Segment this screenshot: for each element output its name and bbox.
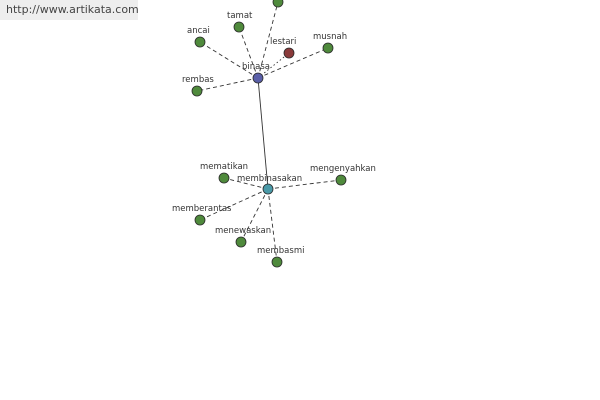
node-rembas[interactable]: rembas bbox=[182, 75, 214, 97]
node-marker-memberantas[interactable] bbox=[194, 214, 206, 226]
node-top[interactable] bbox=[272, 0, 284, 8]
node-label-lestari: lestari bbox=[270, 37, 296, 47]
node-marker-lestari[interactable] bbox=[283, 47, 295, 59]
edge-binasa-membinasakan bbox=[257, 77, 269, 190]
edge-membinasakan-memberantas bbox=[199, 188, 269, 221]
node-marker-mematikan[interactable] bbox=[218, 172, 230, 184]
node-marker-membinasakan[interactable] bbox=[262, 183, 274, 195]
edge-membinasakan-mengenyahkan bbox=[267, 179, 342, 190]
node-marker-binasa[interactable] bbox=[252, 72, 264, 84]
node-menewaskan[interactable]: menewaskan bbox=[215, 226, 271, 248]
node-mematikan[interactable]: mematikan bbox=[200, 162, 248, 184]
node-binasa[interactable]: binasa bbox=[242, 62, 270, 84]
edge-binasa-ancai bbox=[199, 41, 259, 79]
node-label-membasmi: membasmi bbox=[257, 246, 304, 256]
node-marker-mengenyahkan[interactable] bbox=[335, 174, 347, 186]
edge-binasa-rembas bbox=[196, 77, 259, 92]
node-label-binasa: binasa bbox=[242, 62, 270, 72]
node-marker-rembas[interactable] bbox=[191, 85, 203, 97]
node-marker-membasmi[interactable] bbox=[271, 256, 283, 268]
edge-membinasakan-menewaskan bbox=[240, 188, 269, 243]
node-label-rembas: rembas bbox=[182, 75, 214, 85]
edge-binasa-musnah bbox=[257, 47, 329, 79]
node-marker-top[interactable] bbox=[272, 0, 284, 8]
node-marker-musnah[interactable] bbox=[322, 42, 334, 54]
node-label-menewaskan: menewaskan bbox=[215, 226, 271, 236]
node-musnah[interactable]: musnah bbox=[313, 32, 347, 54]
node-marker-tamat[interactable] bbox=[233, 21, 245, 33]
node-marker-ancai[interactable] bbox=[194, 36, 206, 48]
edge-binasa-top bbox=[257, 1, 279, 79]
node-label-tamat: tamat bbox=[227, 11, 253, 21]
node-label-mengenyahkan: mengenyahkan bbox=[310, 164, 376, 174]
edge-membinasakan-mematikan bbox=[223, 177, 269, 190]
node-memberantas[interactable]: memberantas bbox=[172, 204, 232, 226]
node-mengenyahkan[interactable]: mengenyahkan bbox=[310, 164, 376, 186]
node-membasmi[interactable]: membasmi bbox=[257, 246, 304, 268]
node-lestari[interactable]: lestari bbox=[270, 37, 296, 59]
node-marker-menewaskan[interactable] bbox=[235, 236, 247, 248]
edge-membinasakan-membasmi bbox=[267, 188, 278, 263]
edge-binasa-lestari bbox=[257, 52, 290, 79]
watermark: http://www.artikata.com bbox=[0, 0, 139, 20]
edge-binasa-tamat bbox=[238, 26, 259, 79]
node-tamat[interactable]: tamat bbox=[227, 11, 253, 33]
node-ancai[interactable]: ancai bbox=[187, 26, 210, 48]
node-label-membinasakan: membinasakan bbox=[237, 174, 302, 184]
node-label-ancai: ancai bbox=[187, 26, 210, 36]
node-label-mematikan: mematikan bbox=[200, 162, 248, 172]
node-membinasakan[interactable]: membinasakan bbox=[237, 174, 302, 195]
node-label-musnah: musnah bbox=[313, 32, 347, 42]
node-label-memberantas: memberantas bbox=[172, 204, 232, 214]
